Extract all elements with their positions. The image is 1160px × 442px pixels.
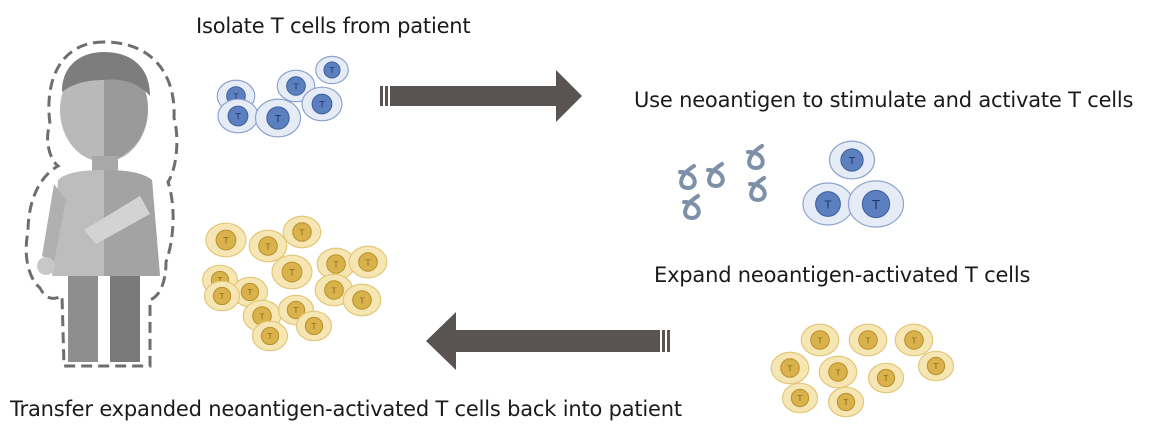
step-stimulate-label: Use neoantigen to stimulate and activate… — [634, 88, 1134, 112]
step-transfer-label: Transfer expanded neoantigen-activated T… — [10, 397, 682, 421]
blue-t-cell-icon: T — [847, 180, 905, 228]
yellow-t-cell-icon: T — [781, 382, 819, 414]
svg-text:T: T — [843, 398, 849, 407]
neoantigen-icon — [678, 164, 697, 191]
svg-text:T: T — [222, 237, 229, 247]
svg-text:T: T — [786, 363, 793, 373]
isolated-t-cells-group: T T T T T T — [216, 55, 349, 138]
patient-figure-icon — [24, 40, 179, 368]
yellow-t-cell-icon: T — [248, 229, 288, 263]
svg-text:T: T — [247, 288, 253, 297]
yellow-t-cell-icon: T — [282, 215, 322, 249]
yellow-t-cell-icon: T — [342, 283, 382, 317]
blue-t-cell-icon: T — [301, 86, 343, 122]
svg-text:T: T — [871, 198, 880, 212]
svg-text:T: T — [364, 257, 371, 267]
svg-text:T: T — [298, 227, 305, 237]
svg-text:T: T — [330, 285, 337, 295]
svg-text:T: T — [264, 241, 271, 251]
svg-text:T: T — [864, 335, 871, 345]
yellow-t-cell-icon: T — [827, 386, 865, 418]
yellow-t-cell-icon: T — [848, 323, 888, 357]
svg-text:T: T — [332, 259, 339, 269]
yellow-t-cell-icon: T — [917, 350, 955, 382]
svg-text:T: T — [910, 335, 917, 345]
step-expand-label: Expand neoantigen-activated T cells — [654, 263, 1031, 287]
svg-text:T: T — [217, 276, 223, 285]
svg-text:T: T — [318, 101, 325, 111]
activated-t-cells-group: T T T — [802, 140, 905, 228]
svg-text:T: T — [234, 113, 241, 123]
svg-text:T: T — [797, 394, 803, 403]
expanded-t-cells-right-group: T T T T T T T T T — [770, 323, 955, 418]
svg-text:T: T — [232, 91, 239, 101]
svg-text:T: T — [292, 81, 299, 91]
svg-text:T: T — [933, 362, 939, 371]
yellow-t-cell-icon: T — [251, 320, 289, 352]
svg-text:T: T — [267, 332, 273, 341]
svg-text:T: T — [219, 292, 225, 301]
yellow-t-cell-icon: T — [867, 362, 905, 394]
svg-text:T: T — [258, 311, 265, 321]
neoantigen-icon — [706, 162, 725, 189]
neoantigen-icon — [746, 144, 765, 171]
yellow-t-cell-icon: T — [205, 222, 247, 258]
svg-text:T: T — [329, 66, 335, 75]
svg-text:T: T — [848, 156, 856, 167]
yellow-t-cell-icon: T — [316, 247, 356, 281]
blue-t-cell-icon: T — [802, 182, 854, 226]
yellow-t-cell-icon: T — [800, 323, 840, 357]
blue-t-cell-icon: T — [254, 98, 302, 138]
yellow-t-cell-icon: T — [295, 310, 333, 342]
yellow-t-cell-icon: T — [348, 245, 388, 279]
yellow-t-cell-icon: T — [271, 254, 313, 290]
yellow-t-cell-icon: T — [894, 323, 934, 357]
yellow-t-cell-icon: T — [203, 280, 241, 312]
blue-t-cell-icon: T — [315, 55, 349, 85]
arrow-left-icon — [426, 312, 670, 370]
svg-text:T: T — [311, 322, 317, 331]
svg-text:T: T — [834, 367, 841, 377]
blue-t-cell-icon: T — [828, 140, 876, 180]
svg-text:T: T — [358, 295, 365, 305]
svg-text:T: T — [883, 374, 889, 383]
step-isolate-label: Isolate T cells from patient — [196, 14, 471, 38]
svg-text:T: T — [288, 269, 295, 279]
neoantigen-group — [678, 144, 767, 221]
yellow-t-cell-icon: T — [770, 351, 810, 385]
svg-text:T: T — [824, 198, 832, 211]
neoantigen-icon — [748, 176, 767, 203]
arrow-right-icon — [380, 70, 582, 122]
svg-text:T: T — [816, 335, 823, 345]
blue-t-cell-icon: T — [217, 98, 259, 134]
svg-text:T: T — [293, 306, 299, 315]
yellow-t-cell-icon: T — [818, 355, 858, 389]
svg-text:T: T — [274, 114, 282, 125]
neoantigen-icon — [682, 194, 701, 221]
